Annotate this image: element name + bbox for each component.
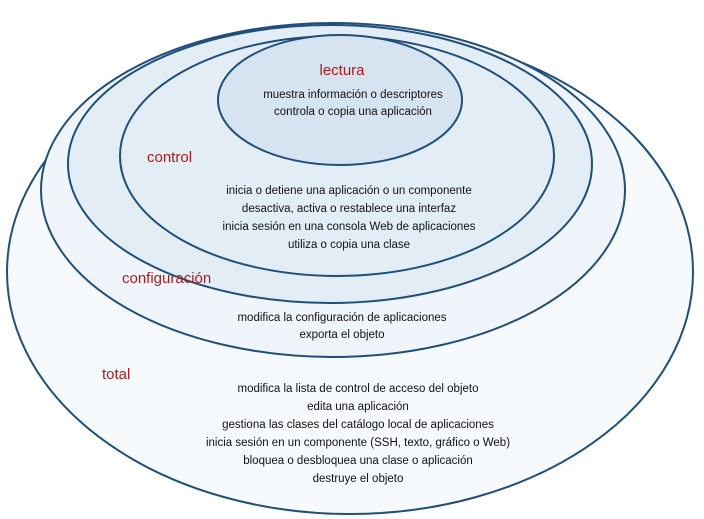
level-items-control: inicia o detiene una aplicación o un com… (223, 185, 476, 251)
level-label-configuracion: configuración (122, 270, 211, 287)
level-item: inicia o detiene una aplicación o un com… (226, 185, 472, 197)
level-label-lectura: lectura (319, 62, 365, 79)
ring-lectura (217, 34, 463, 166)
level-item: inicia sesión en una consola Web de apli… (223, 221, 476, 233)
level-item: modifica la configuración de aplicacione… (237, 312, 446, 324)
level-items-total: modifica la lista de control de acceso d… (206, 383, 510, 485)
level-item: desactiva, activa o restablece una inter… (242, 203, 456, 215)
level-items-lectura: muestra información o descriptores contr… (263, 89, 443, 118)
level-item: gestiona las clases del catálogo local d… (222, 419, 494, 431)
level-item: utiliza o copia una clase (288, 239, 410, 251)
level-label-control: control (147, 149, 192, 166)
level-items-configuracion: modifica la configuración de aplicacione… (237, 312, 446, 341)
level-item: controla o copia una aplicación (274, 106, 432, 118)
level-item: bloquea o desbloquea una clase o aplicac… (243, 455, 473, 467)
level-item: muestra información o descriptores (263, 89, 443, 101)
level-label-total: total (102, 366, 130, 383)
level-item: inicia sesión en un componente (SSH, tex… (206, 437, 510, 449)
level-item: destruye el objeto (313, 473, 404, 485)
level-item: edita una aplicación (307, 401, 409, 413)
level-item: exporta el objeto (299, 329, 384, 341)
level-item: modifica la lista de control de acceso d… (237, 383, 478, 395)
